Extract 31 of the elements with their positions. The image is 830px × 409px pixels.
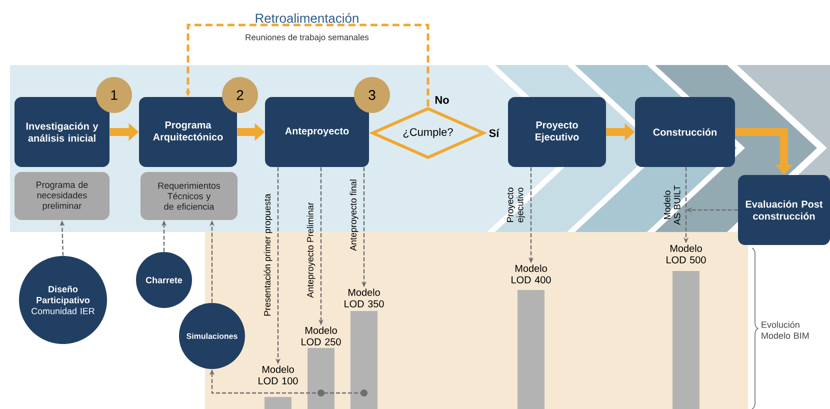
output-box: Requerimientos Técnicos y de eficiencia <box>140 172 238 220</box>
process-box: Evaluación Post construcción <box>738 175 830 245</box>
node-label: Modelo LOD 100 <box>258 366 298 384</box>
process-box: Anteproyecto <box>265 97 369 167</box>
model-bar: Modelo LOD 500 <box>666 244 706 409</box>
edge-label: Modelo AS BUILT <box>664 185 680 225</box>
step-number: 2 <box>222 77 258 113</box>
feedback-note: Reuniones de trabajo semanales <box>246 34 369 42</box>
process-box: Proyecto Ejecutivo <box>508 97 606 167</box>
process-box: Programa Arquitectónico <box>139 97 237 167</box>
model-bar: Modelo LOD 400 <box>512 264 551 409</box>
model-bar: Modelo LOD 250 <box>302 326 341 409</box>
edge-label: No <box>435 96 449 104</box>
feedback-title: Retroalimentación <box>256 13 358 23</box>
brace-label: Evolución Modelo BIM <box>762 321 809 339</box>
model-bar: Modelo LOD 100 <box>258 366 298 409</box>
edge-label: Anteproyecto final <box>350 180 358 251</box>
node-label: Modelo LOD 350 <box>344 288 384 308</box>
edge-label: Presentación primer propuesta <box>264 194 272 316</box>
edge-label: Anteproyecto Preliminar <box>306 202 316 298</box>
process-box: Construcción <box>635 97 735 167</box>
branch-label: Sí <box>489 128 500 138</box>
output-box: Programa de necesidades preliminar <box>14 172 110 220</box>
node-label: Modelo LOD 500 <box>666 244 706 264</box>
model-bar: Modelo LOD 350 <box>344 288 384 409</box>
process-box: Investigación y análisis inicial <box>14 97 110 167</box>
node-label: Modelo LOD 250 <box>302 326 341 346</box>
edge-label: Proyecto ejecutivo <box>507 188 525 222</box>
step-number: 3 <box>354 77 390 113</box>
node-label: Modelo LOD 400 <box>512 264 551 284</box>
step-number: 1 <box>96 77 132 113</box>
